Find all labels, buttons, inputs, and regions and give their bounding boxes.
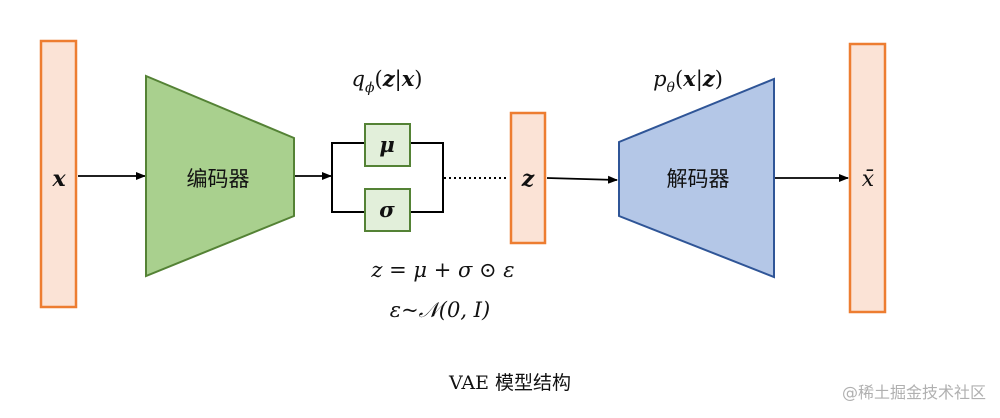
input-label: x — [51, 166, 66, 192]
reparameterization-equation: z = μ + σ ⊙ ε — [370, 258, 514, 282]
output-vector-box — [848, 42, 887, 314]
sampler-fork-right — [410, 142, 444, 213]
sampler-fork-left — [331, 142, 365, 213]
sigma-label: σ — [379, 197, 395, 222]
figure-caption: VAE 模型结构 — [448, 372, 571, 394]
latent-vector-box — [509, 111, 547, 245]
decoder-label: 解码器 — [667, 167, 730, 191]
mu-box — [364, 123, 411, 167]
watermark: @稀土掘金技术社区 — [842, 383, 986, 402]
arrow-latent-to-decoder — [546, 175, 618, 184]
input-vector-box — [39, 39, 78, 309]
encoder-block — [145, 74, 295, 278]
decoder-block — [618, 77, 775, 279]
sigma-box — [364, 188, 411, 232]
mu-label: μ — [379, 132, 394, 157]
encoder-label: 编码器 — [187, 167, 250, 191]
noise-distribution-equation: ε~𝒩(0, I) — [390, 298, 490, 322]
latent-label: z — [521, 166, 535, 192]
q-distribution-label: qϕ(z|x) — [352, 66, 423, 96]
p-distribution-label: pθ(x|z) — [653, 66, 723, 96]
output-label: x̄ — [862, 167, 875, 192]
